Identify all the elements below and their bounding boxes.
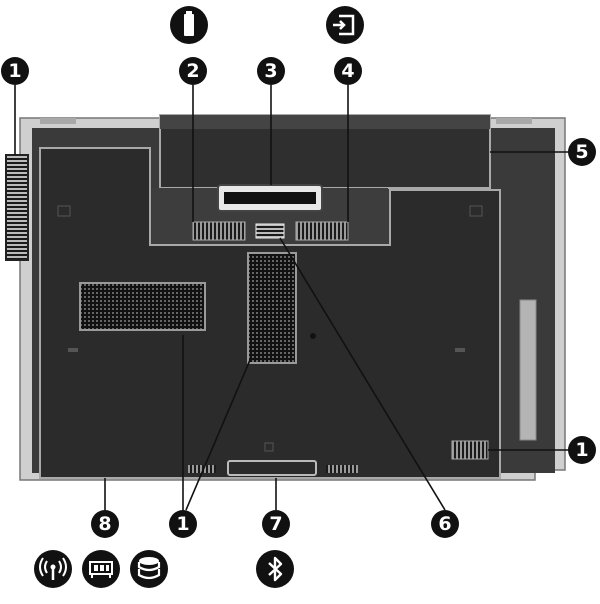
bottom-vent-right (326, 465, 358, 473)
left-side-vent (5, 154, 29, 261)
callout-6: 6 (431, 510, 459, 538)
wireless-antenna-icon (34, 550, 72, 588)
memory-module-vent (79, 282, 206, 331)
callout-7: 7 (262, 510, 290, 538)
callout-1-left: 1 (1, 57, 29, 85)
callout-4: 4 (334, 57, 362, 85)
leader-lines (14, 85, 572, 511)
hard-drive-bay-cover (227, 460, 317, 476)
callout-3: 3 (257, 57, 285, 85)
memory-module-icon (82, 550, 120, 588)
right-vent (451, 440, 489, 460)
battery-icon (170, 6, 208, 44)
battery-release-latches (192, 221, 349, 241)
callout-5: 5 (568, 138, 596, 166)
docking-connector (217, 184, 323, 212)
hard-drive-icon (130, 550, 168, 588)
battery-release-icon (326, 6, 364, 44)
bottom-vent-left (188, 465, 216, 473)
callout-1-bottom: 1 (169, 510, 197, 538)
callout-1-right: 1 (568, 436, 596, 464)
center-vent (247, 252, 297, 364)
bluetooth-icon (256, 550, 294, 588)
callout-8: 8 (91, 510, 119, 538)
callout-2: 2 (179, 57, 207, 85)
